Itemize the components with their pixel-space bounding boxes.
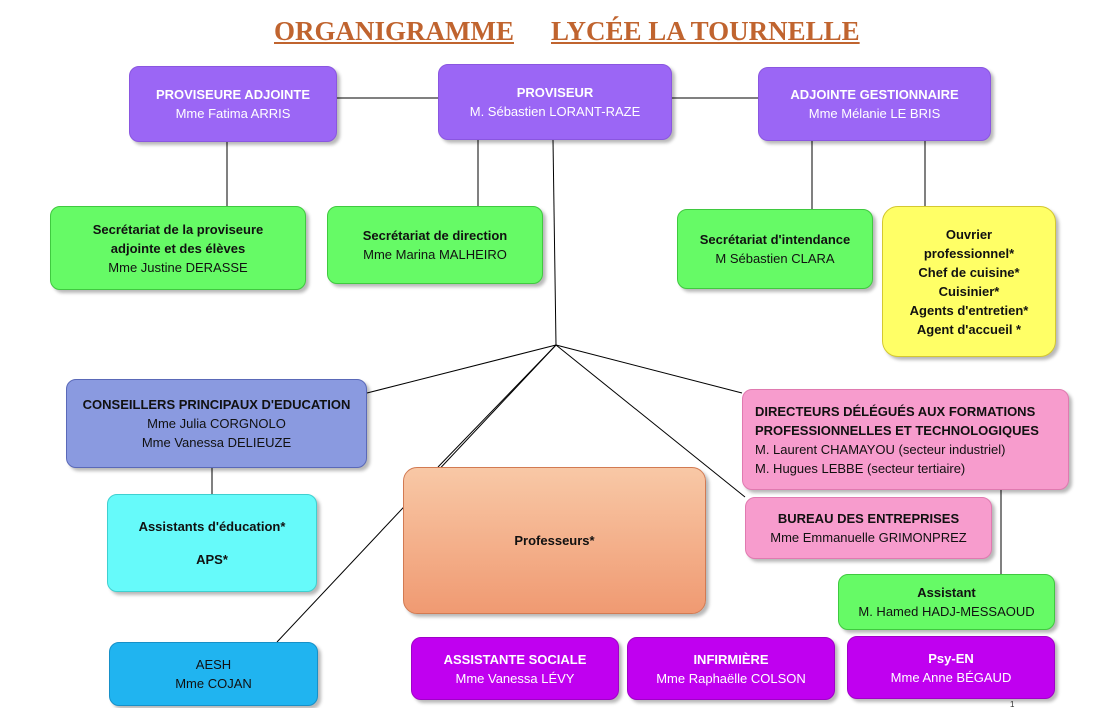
box-ouvriers: Ouvrier professionnel* Chef de cuisine* …	[882, 206, 1056, 357]
box-assistant: Assistant M. Hamed HADJ-MESSAOUD	[838, 574, 1055, 630]
page-number: 1	[1010, 700, 1015, 708]
box-assistante-sociale: ASSISTANTE SOCIALE Mme Vanessa LÉVY	[411, 637, 619, 700]
box-assistants-education: Assistants d'éducation* APS*	[107, 494, 317, 592]
box-secretariat-intendance: Secrétariat d'intendance M Sébastien CLA…	[677, 209, 873, 289]
link-hub-bureau	[555, 344, 746, 498]
box-aesh: AESH Mme COJAN	[109, 642, 318, 706]
box-proviseure-adjointe: PROVISEURE ADJOINTE Mme Fatima ARRIS	[129, 66, 337, 142]
box-psy-en: Psy-EN Mme Anne BÉGAUD	[847, 636, 1055, 699]
chart-title: ORGANIGRAMME	[274, 16, 514, 46]
link-hub-cpe	[366, 344, 557, 394]
link-proviseur-hub	[552, 139, 557, 346]
box-adjointe-gestionnaire: ADJOINTE GESTIONNAIRE Mme Mélanie LE BRI…	[758, 67, 991, 141]
box-secretariat-adjointe: Secrétariat de la proviseure adjointe et…	[50, 206, 306, 290]
box-infirmiere: INFIRMIÈRE Mme Raphaëlle COLSON	[627, 637, 835, 700]
box-professeurs: Professeurs*	[403, 467, 706, 614]
box-directeurs-delegues: DIRECTEURS DÉLÉGUÉS AUX FORMATIONS PROFE…	[742, 389, 1069, 490]
link-hub-directeurs	[555, 344, 743, 394]
box-secretariat-direction: Secrétariat de direction Mme Marina MALH…	[327, 206, 543, 284]
box-bureau-entreprises: BUREAU DES ENTREPRISES Mme Emmanuelle GR…	[745, 497, 992, 559]
box-proviseur: PROVISEUR M. Sébastien LORANT-RAZE	[438, 64, 672, 140]
school-name: LYCÉE LA TOURNELLE	[551, 16, 860, 46]
box-cpe: CONSEILLERS PRINCIPAUX D'EDUCATION Mme J…	[66, 379, 367, 468]
